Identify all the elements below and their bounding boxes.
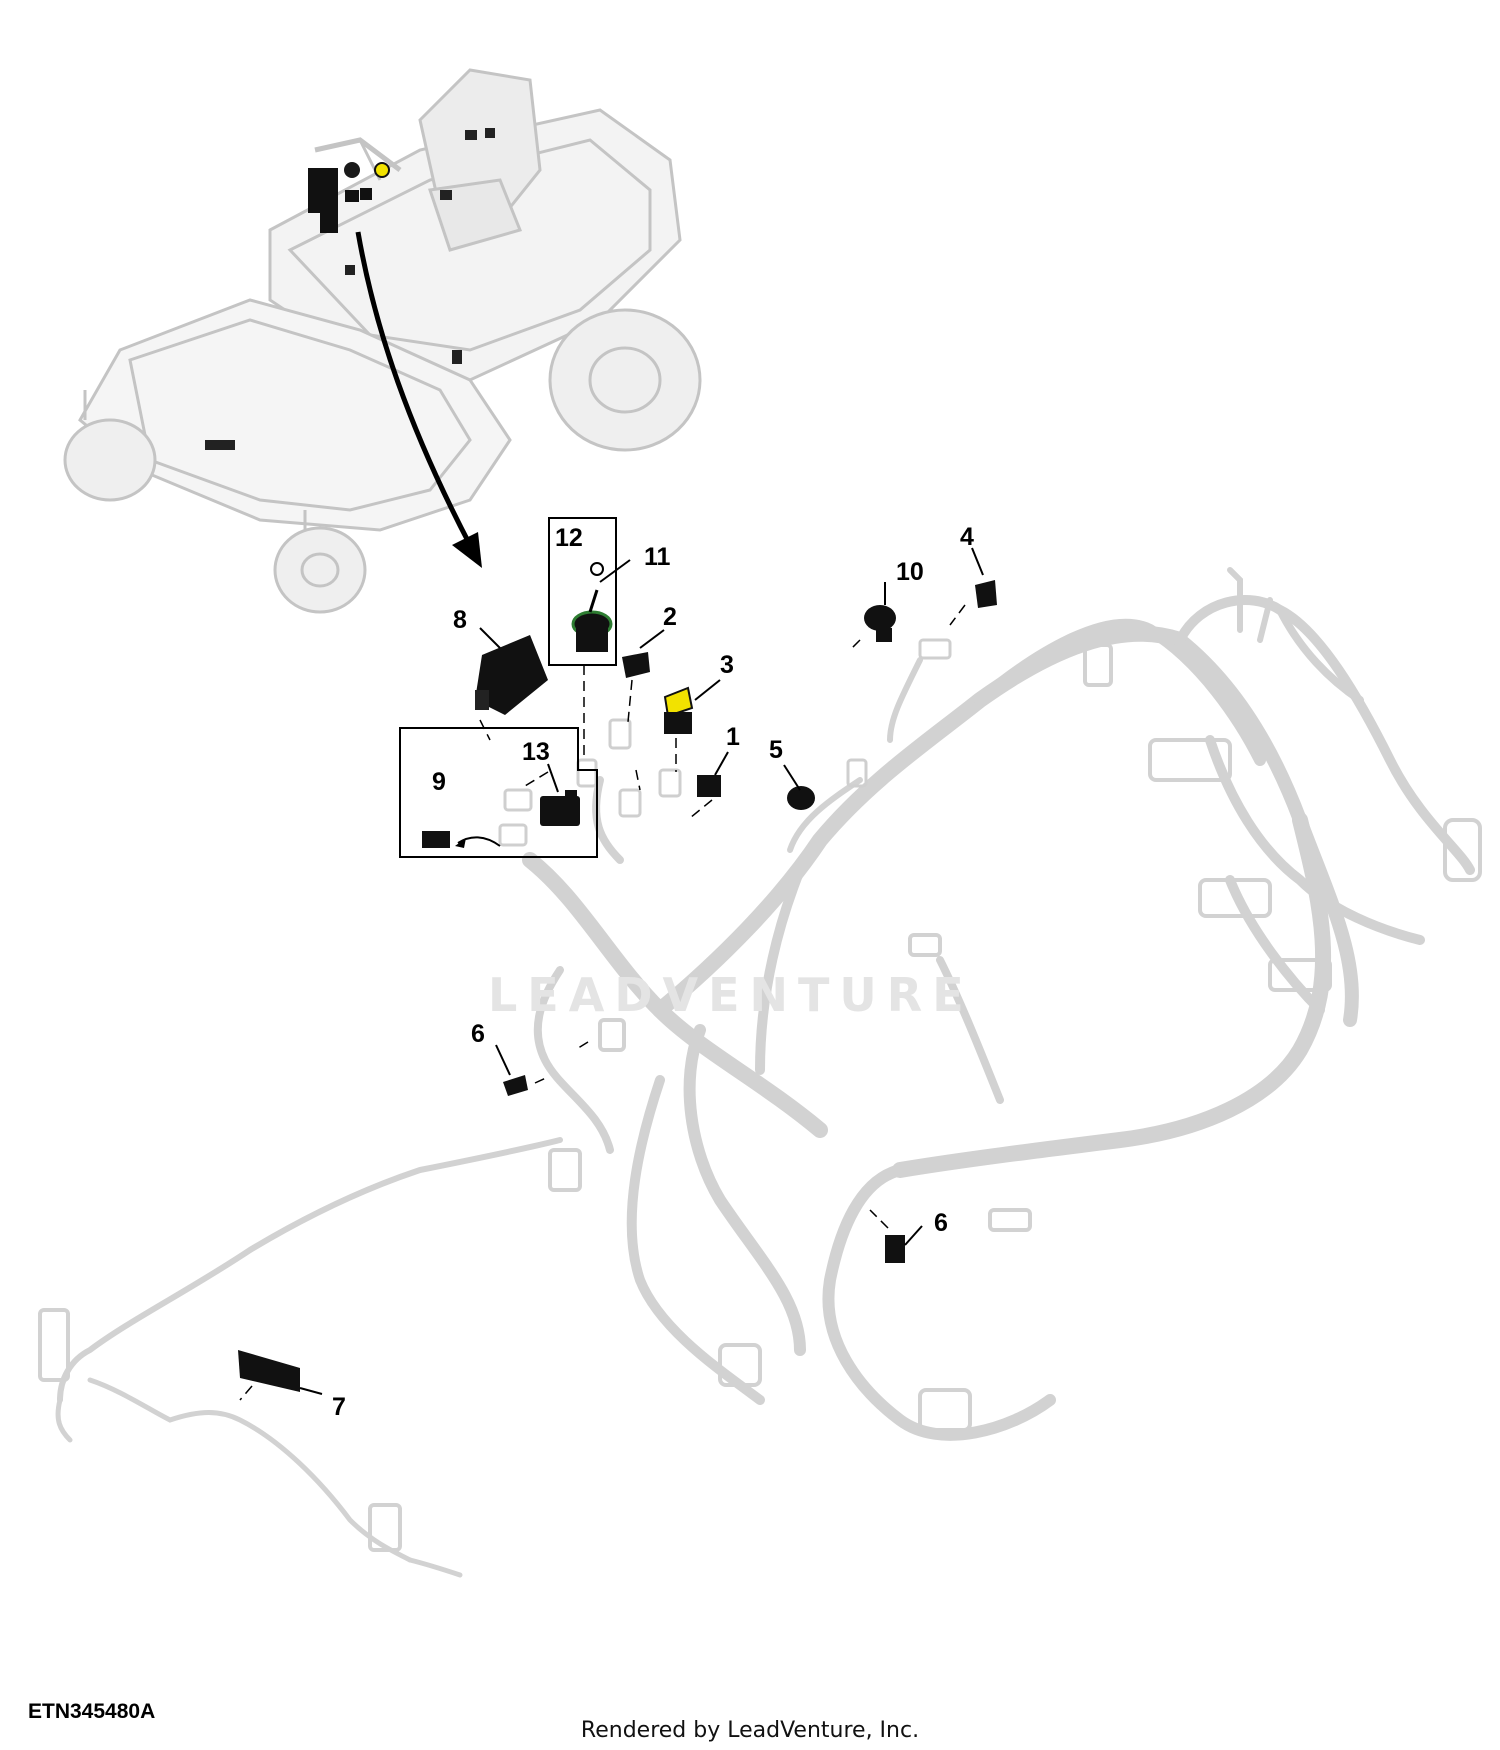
callout-13: 13 bbox=[522, 738, 550, 766]
parts-group bbox=[238, 562, 997, 1392]
callout-11: 11 bbox=[644, 543, 671, 571]
callout-10: 10 bbox=[896, 558, 924, 586]
mower-highlight-cluster bbox=[205, 128, 495, 450]
callout-12: 12 bbox=[555, 524, 583, 552]
callout-2: 2 bbox=[663, 603, 677, 631]
callout-7: 7 bbox=[332, 1393, 346, 1421]
inset-arrow-head bbox=[455, 838, 466, 848]
watermark-text: LEADVENTURE bbox=[488, 968, 974, 1022]
callout-6-left: 6 bbox=[471, 1020, 485, 1048]
render-credit: Rendered by LeadVenture, Inc. bbox=[580, 1718, 920, 1743]
callout-labels: 12 11 10 4 8 2 3 1 5 13 9 6 6 7 bbox=[332, 523, 974, 1421]
pointer-arrow bbox=[355, 231, 482, 568]
callout-5: 5 bbox=[769, 736, 783, 764]
mower-overview bbox=[63, 68, 702, 614]
callout-frames bbox=[399, 517, 617, 858]
figure-id: ETN345480A bbox=[28, 1700, 156, 1723]
callout-4: 4 bbox=[960, 523, 974, 551]
wiring-harness bbox=[38, 567, 1482, 1578]
callout-9: 9 bbox=[432, 768, 446, 796]
dashed-leaders bbox=[239, 604, 966, 1401]
callout-6-right: 6 bbox=[934, 1209, 948, 1237]
leader-lines bbox=[299, 547, 984, 1395]
inset-arrow bbox=[457, 836, 501, 847]
callout-3: 3 bbox=[720, 651, 734, 679]
callout-8: 8 bbox=[453, 606, 467, 634]
callout-1: 1 bbox=[726, 723, 740, 751]
